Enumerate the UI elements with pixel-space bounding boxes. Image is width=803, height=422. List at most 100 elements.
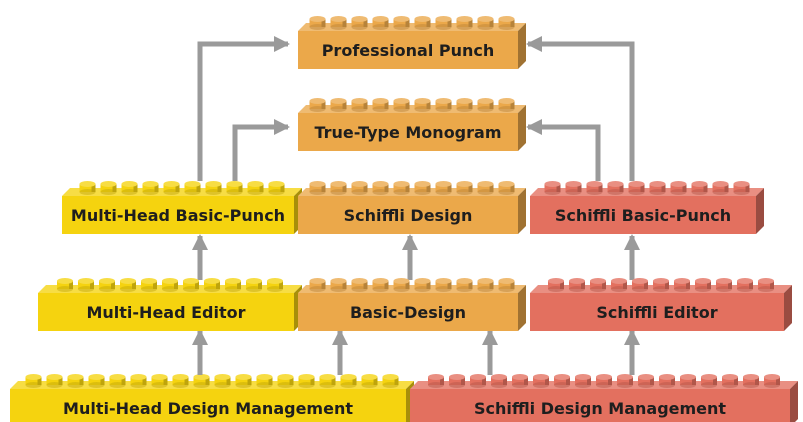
brick-stud bbox=[120, 278, 136, 292]
brick-side-face bbox=[518, 188, 526, 234]
brick-top-face bbox=[62, 188, 302, 196]
brick-stud bbox=[256, 374, 273, 388]
brick-stud bbox=[680, 374, 696, 388]
brick-stud bbox=[470, 374, 486, 388]
brick-stud bbox=[372, 278, 389, 292]
brick-stud bbox=[449, 374, 465, 388]
brick-side-face bbox=[518, 23, 526, 69]
brick-stud bbox=[498, 98, 515, 112]
brick-label: Schiffli Design Management bbox=[474, 399, 726, 418]
brick-stud bbox=[298, 374, 315, 388]
brick-stud bbox=[46, 374, 63, 388]
brick-stud bbox=[267, 278, 283, 292]
brick-stud bbox=[57, 278, 73, 292]
brick-multi-head-basic-punch: Multi-Head Basic-Punch bbox=[62, 181, 302, 234]
brick-stud bbox=[477, 98, 494, 112]
brick-front-face bbox=[530, 293, 784, 331]
brick-stud bbox=[330, 181, 347, 195]
brick-stud bbox=[586, 181, 603, 195]
brick-stud bbox=[512, 374, 528, 388]
brick-stud bbox=[109, 374, 126, 388]
brick-stud bbox=[764, 374, 780, 388]
brick-stud bbox=[544, 181, 561, 195]
brick-stud bbox=[414, 98, 431, 112]
brick-stud bbox=[701, 374, 717, 388]
brick-multi-head-design-management: Multi-Head Design Management bbox=[10, 374, 414, 422]
brick-stud bbox=[456, 181, 473, 195]
brick-front-face bbox=[38, 293, 294, 331]
brick-stud bbox=[456, 98, 473, 112]
brick-front-face bbox=[530, 196, 756, 234]
brick-stud bbox=[309, 98, 326, 112]
brick-stud bbox=[162, 278, 178, 292]
brick-stud bbox=[607, 181, 624, 195]
brick-stud bbox=[183, 278, 199, 292]
brick-basic-design: Basic-Design bbox=[298, 278, 526, 331]
brick-stud bbox=[372, 16, 389, 30]
brick-side-face bbox=[756, 188, 764, 234]
brick-stud bbox=[491, 374, 507, 388]
brick-stud bbox=[533, 374, 549, 388]
brick-stud bbox=[205, 181, 222, 195]
brick-stud bbox=[565, 181, 582, 195]
brick-schiffli-design-management: Schiffli Design Management bbox=[410, 374, 798, 422]
brick-stud bbox=[393, 98, 410, 112]
brick-stud bbox=[743, 374, 759, 388]
brick-stud bbox=[716, 278, 732, 292]
brick-stud bbox=[268, 181, 285, 195]
brick-schiffli-basic-punch: Schiffli Basic-Punch bbox=[530, 181, 764, 234]
brick-label: True-Type Monogram bbox=[314, 123, 501, 142]
brick-label: Basic-Design bbox=[350, 303, 466, 322]
brick-stud bbox=[477, 278, 494, 292]
brick-stud bbox=[184, 181, 201, 195]
brick-professional-punch: Professional Punch bbox=[298, 16, 526, 69]
brick-schiffli-editor: Schiffli Editor bbox=[530, 278, 792, 331]
brick-stud bbox=[632, 278, 648, 292]
brick-label: Multi-Head Editor bbox=[86, 303, 245, 322]
brick-stud bbox=[456, 278, 473, 292]
brick-stud bbox=[498, 278, 515, 292]
brick-side-face bbox=[784, 285, 792, 331]
brick-stud bbox=[100, 181, 117, 195]
brick-stud bbox=[498, 16, 515, 30]
brick-stud bbox=[88, 374, 105, 388]
brick-stud bbox=[25, 374, 42, 388]
brick-stud bbox=[758, 278, 774, 292]
brick-stud bbox=[142, 181, 159, 195]
brick-stud bbox=[330, 16, 347, 30]
brick-stud bbox=[99, 278, 115, 292]
brick-stud bbox=[361, 374, 378, 388]
brick-stud bbox=[340, 374, 357, 388]
brick-stud bbox=[226, 181, 243, 195]
brick-stud bbox=[628, 181, 645, 195]
brick-stud bbox=[611, 278, 627, 292]
brick-stud bbox=[246, 278, 262, 292]
brick-stud bbox=[351, 181, 368, 195]
brick-stud bbox=[79, 181, 96, 195]
brick-stud bbox=[638, 374, 654, 388]
brick-schiffli-design: Schiffli Design bbox=[298, 181, 526, 234]
brick-stud bbox=[247, 181, 264, 195]
brick-stud bbox=[414, 181, 431, 195]
brick-multi-head-editor: Multi-Head Editor bbox=[38, 278, 302, 331]
brick-stud bbox=[214, 374, 231, 388]
brick-stud bbox=[372, 98, 389, 112]
brick-stud bbox=[695, 278, 711, 292]
brick-stud bbox=[351, 98, 368, 112]
brick-stud bbox=[649, 181, 666, 195]
brick-stud bbox=[393, 278, 410, 292]
brick-stud bbox=[309, 16, 326, 30]
brick-stud bbox=[393, 181, 410, 195]
brick-stud bbox=[670, 181, 687, 195]
brick-stud bbox=[596, 374, 612, 388]
brick-stud bbox=[737, 278, 753, 292]
brick-stud bbox=[78, 278, 94, 292]
brick-stud bbox=[277, 374, 294, 388]
brick-stud bbox=[575, 374, 591, 388]
brick-true-type-monogram: True-Type Monogram bbox=[298, 98, 526, 151]
brick-stud bbox=[659, 374, 675, 388]
brick-stud bbox=[435, 181, 452, 195]
brick-front-face bbox=[298, 196, 518, 234]
brick-stud bbox=[382, 374, 399, 388]
